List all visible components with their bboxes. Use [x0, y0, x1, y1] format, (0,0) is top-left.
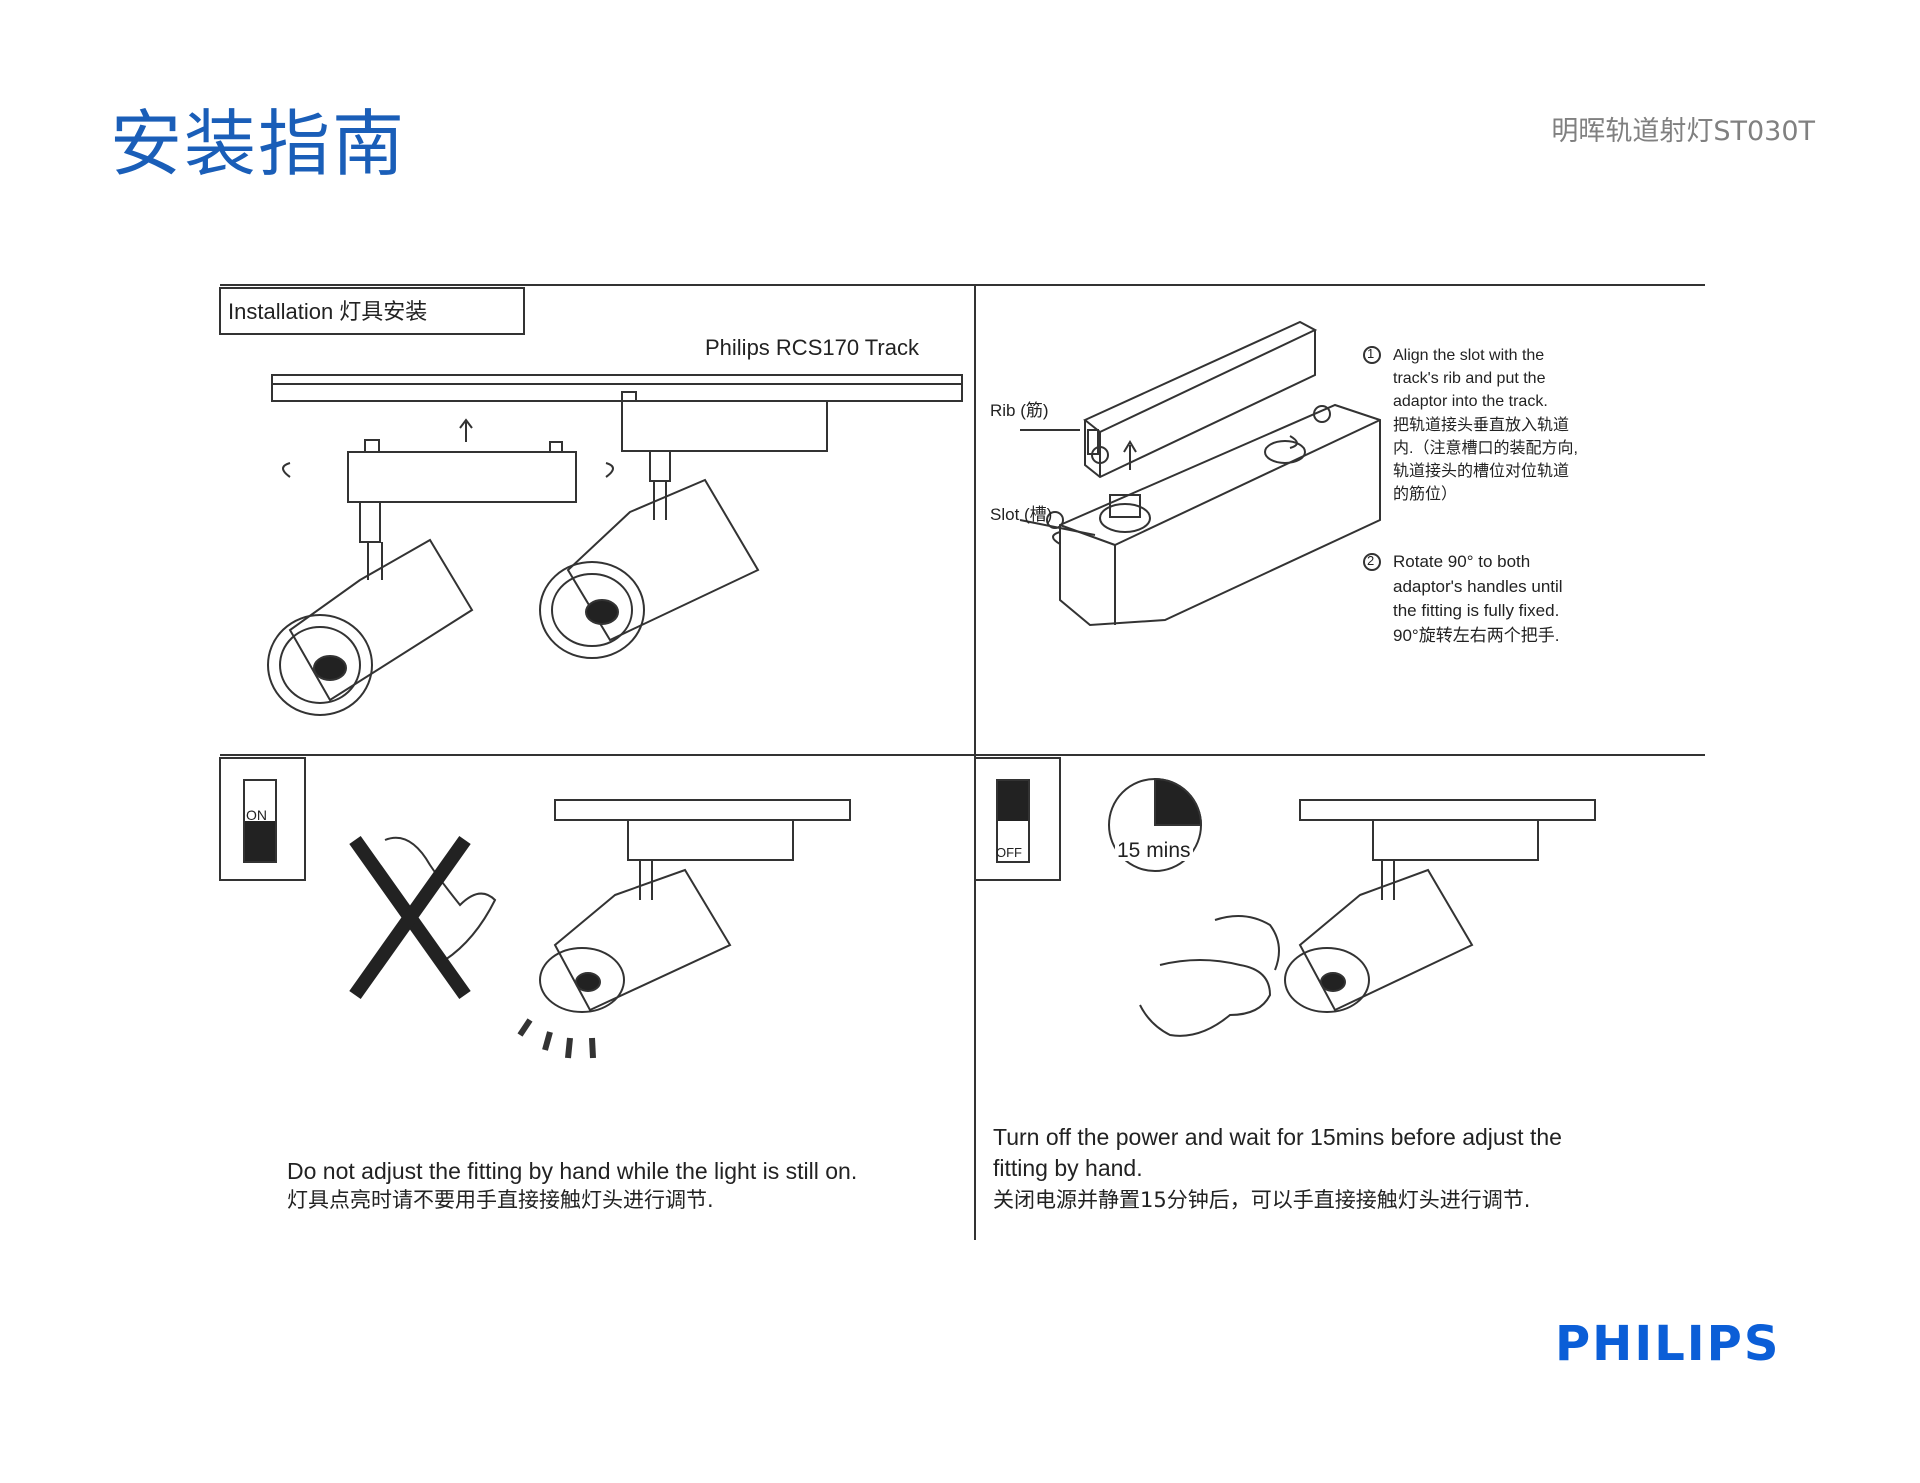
step1-number: 1: [1367, 346, 1375, 361]
step2-text: Rotate 90° to both adaptor's handles unt…: [1393, 552, 1563, 645]
product-name: 明晖轨道射灯ST030T: [1551, 116, 1815, 147]
fitting-mounting-drawing: [267, 418, 614, 716]
rib-label: Rib (筋): [990, 401, 1049, 420]
switch-on-outline: [243, 779, 277, 863]
hand-cross-drawing: [349, 835, 497, 1000]
switch-off-outline: [996, 779, 1030, 863]
track-rail-drawing: [271, 374, 963, 402]
fitting-off-drawing: [1284, 799, 1596, 1013]
slot-label: Slot (槽): [990, 505, 1053, 524]
philips-logo: PHILIPS: [1555, 1316, 1781, 1372]
fitting-on-drawing: [517, 799, 851, 1059]
installation-drawings: [219, 284, 1705, 1240]
track-label: Philips RCS170 Track: [705, 335, 919, 360]
step1-text: Align the slot with the track's rib and …: [1393, 347, 1578, 504]
section-label: Installation 灯具安装: [228, 299, 428, 324]
installation-figure: Installation 灯具安装 Philips RCS170 Track R…: [210, 280, 1710, 1240]
safe-caption-en: Turn off the power and wait for 15mins b…: [993, 1124, 1562, 1182]
timer-drawing: [1108, 777, 1203, 872]
switch-on-box: [219, 757, 306, 881]
safe-caption-cn: 关闭电源并静置15分钟后，可以手直接接触灯头进行调节.: [993, 1188, 1531, 1212]
switch-off-label: OFF: [996, 845, 1022, 860]
switch-on-label: ON: [246, 807, 267, 823]
switch-on-lever: [245, 821, 275, 861]
adaptor-track-drawing: [1019, 320, 1381, 627]
fitting-mounted-drawing: [539, 391, 828, 659]
timer-label: 15 mins: [1115, 839, 1193, 862]
hand-adjust-drawing: [1139, 915, 1280, 1037]
switch-off-lever: [998, 781, 1028, 821]
warning-caption-en: Do not adjust the fitting by hand while …: [287, 1158, 858, 1184]
step2-number: 2: [1367, 553, 1375, 568]
warning-caption-cn: 灯具点亮时请不要用手直接接触灯头进行调节.: [287, 1188, 714, 1212]
section-label-box: [219, 287, 525, 335]
page-title: 安装指南: [110, 102, 407, 186]
switch-off-box: [974, 757, 1061, 881]
